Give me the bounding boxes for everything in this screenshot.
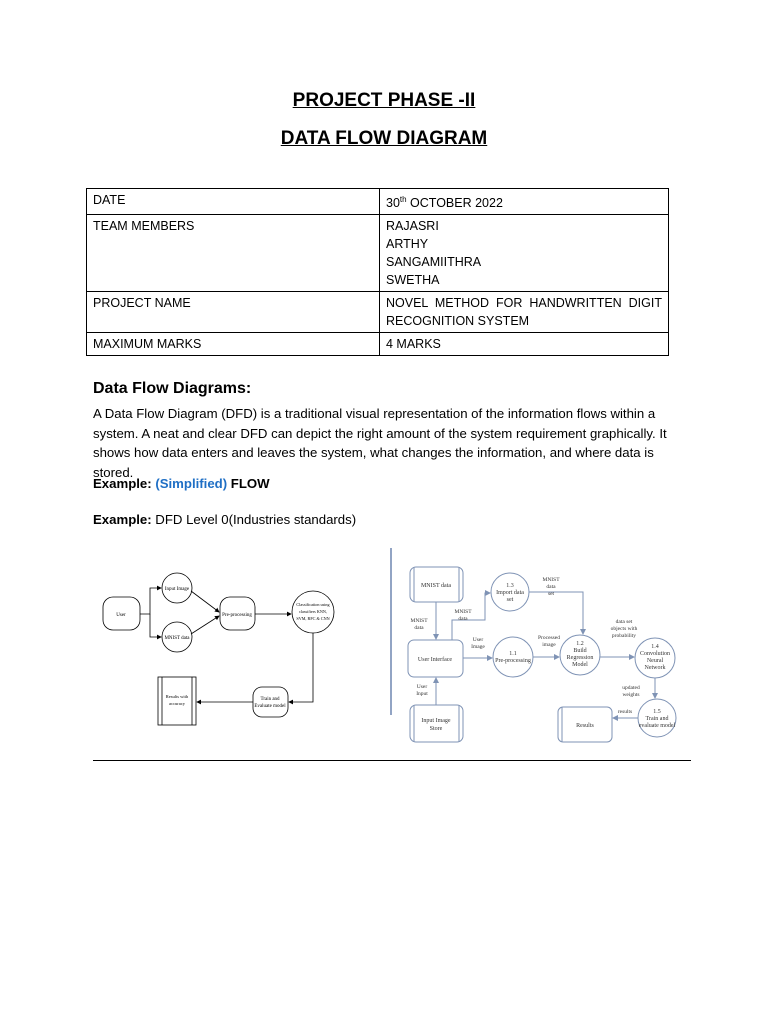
input-store-label: Store: [430, 726, 443, 732]
mnist-data-label: MNIST data: [164, 636, 190, 641]
preprocessing-label: Pre-processing: [222, 613, 252, 618]
classification-label: Classification using: [296, 602, 330, 607]
input-store-label: Input Image: [421, 718, 450, 724]
table-row: PROJECT NAME NOVEL METHOD FOR HANDWRITTE…: [86, 291, 669, 334]
dfd-level0-diagram: MNIST data User Interface Input Image St…: [407, 566, 677, 743]
table-row: MAXIMUM MARKS 4 MARKS: [86, 332, 669, 357]
simplified-flow-diagram: User Input Image MNIST data Pre-processi…: [102, 572, 335, 726]
section-paragraph: A Data Flow Diagram (DFD) is a tradition…: [93, 406, 667, 480]
flow-label: objects with: [611, 626, 638, 632]
section-heading: Data Flow Diagrams:: [93, 380, 252, 397]
example-simplified: Example: (Simplified) FLOW: [93, 476, 270, 491]
flow-arrows: [140, 585, 314, 705]
process-label: Build: [573, 648, 586, 654]
date-day: 30: [386, 196, 400, 211]
team-member: SANGAMIITHRA: [386, 255, 482, 270]
mnist-data-node: [161, 621, 193, 653]
results-store-node: [557, 706, 613, 743]
process-label: Network: [645, 665, 666, 671]
process-label: Neural: [647, 658, 664, 664]
results-label: Results with: [166, 694, 189, 699]
process-1-1: [492, 636, 534, 678]
info-table: DATE 30th OCTOBER 2022 TEAM MEMBERS RAJA…: [86, 187, 669, 357]
team-member: ARTHY: [386, 237, 429, 252]
horizontal-rule: [93, 760, 691, 761]
flow-label: weights: [622, 692, 639, 698]
classification-label: classifiers KNN,: [299, 609, 327, 615]
train-label: Train and: [260, 697, 280, 702]
example-label: Example:: [93, 476, 152, 491]
page-subtitle: DATA FLOW DIAGRAM: [280, 128, 488, 149]
classification-label: SVM, RFC & CNN: [296, 616, 329, 622]
example-highlight: (Simplified): [155, 476, 228, 491]
flow-label: User: [473, 637, 484, 643]
project-name-line: RECOGNITION SYSTEM: [386, 314, 530, 329]
table-row: TEAM MEMBERS RAJASRI ARTHY SANGAMIITHRA …: [86, 214, 669, 293]
flow-label: MNIST: [410, 618, 428, 624]
mnist-store-label: MNIST data: [421, 583, 451, 589]
date-suffix: th: [399, 195, 407, 204]
row-value: 4 MARKS: [379, 332, 669, 357]
example-label: Example:: [93, 512, 152, 527]
row-label: TEAM MEMBERS: [86, 214, 380, 293]
flow-label: Input: [416, 691, 428, 697]
flow-label: Processed: [538, 635, 560, 641]
process-label: Model: [572, 662, 588, 668]
user-label: User: [116, 613, 126, 618]
process-label: Train and: [646, 716, 669, 722]
process-1-2: [559, 634, 601, 676]
row-value: NOVEL METHOD FOR HANDWRITTEN DIGIT RECOG…: [379, 291, 669, 334]
date-rest: OCTOBER 2022: [406, 196, 503, 211]
preprocessing-node: [219, 596, 256, 631]
row-value: 30th OCTOBER 2022: [379, 187, 669, 216]
process-label: evaluate model: [639, 723, 676, 729]
team-member: SWETHA: [386, 273, 440, 288]
flow-label: Image: [471, 644, 485, 650]
project-name-line: NOVEL METHOD FOR HANDWRITTEN DIGIT: [386, 296, 662, 311]
input-image-label: Input Image: [165, 587, 190, 592]
results-label: Results: [576, 723, 594, 729]
process-label: 1.1: [509, 651, 517, 657]
page-title: PROJECT PHASE -II: [292, 90, 476, 111]
user-node: [102, 596, 141, 631]
train-label: Evaluate model: [254, 704, 286, 709]
process-label: 1.3: [506, 583, 514, 589]
flow-label: probability: [612, 633, 636, 639]
user-interface-label: User Interface: [418, 656, 452, 663]
flow-label: results: [618, 709, 632, 715]
flow-label: MNIST: [542, 577, 560, 583]
process-label: set: [507, 597, 514, 603]
flow-label: set: [548, 591, 555, 597]
example-rest: FLOW: [227, 476, 270, 491]
process-label: 1.4: [651, 644, 659, 650]
flow-label: MNIST: [454, 609, 472, 615]
row-label: DATE: [86, 187, 380, 216]
input-image-node: [161, 572, 193, 604]
train-node: [252, 686, 289, 718]
flow-label: User: [417, 684, 428, 690]
flow-arrows: [433, 590, 658, 721]
example-level0: Example: DFD Level 0(Industries standard…: [93, 512, 356, 527]
row-label: MAXIMUM MARKS: [86, 332, 380, 357]
process-label: 1.2: [576, 641, 584, 647]
process-label: 1.5: [653, 709, 661, 715]
flow-label: data set: [616, 619, 633, 625]
flow-label: image: [542, 642, 556, 648]
process-label: Pre-processing: [495, 658, 531, 664]
flow-label: data: [546, 584, 556, 590]
flow-label: updated: [622, 685, 640, 691]
row-label: PROJECT NAME: [86, 291, 380, 334]
process-label: Regression: [567, 655, 594, 661]
flow-label: data: [414, 625, 424, 631]
results-node: [157, 676, 197, 726]
row-value: RAJASRI ARTHY SANGAMIITHRA SWETHA: [379, 214, 669, 293]
team-member: RAJASRI: [386, 219, 439, 234]
results-label: accuracy: [169, 701, 186, 706]
process-label: Import data: [496, 590, 524, 596]
process-label: Convolution: [640, 651, 670, 657]
table-row: DATE 30th OCTOBER 2022: [86, 187, 669, 216]
flow-label: data: [458, 616, 468, 622]
example-rest: DFD Level 0(Industries standards): [151, 512, 357, 527]
